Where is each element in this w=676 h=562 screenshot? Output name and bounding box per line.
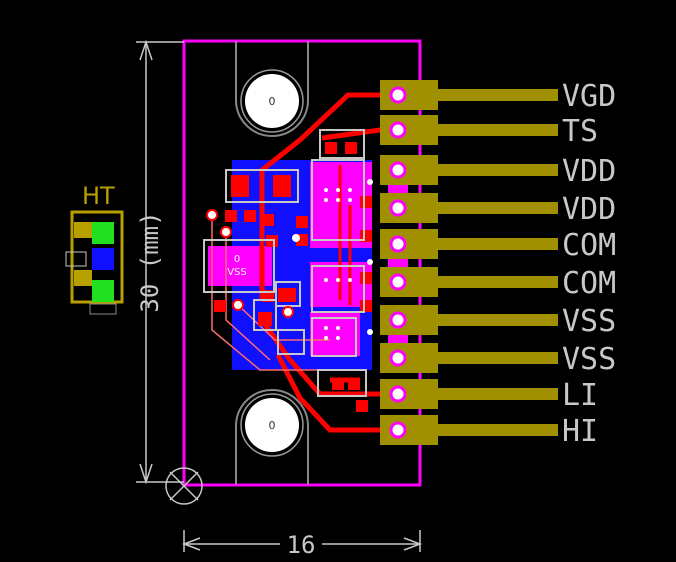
pin-label-1: VGD [562,79,616,114]
pin-label-5: COM [562,228,616,263]
pin-label-3: VDD [562,154,616,189]
chip-label-line1: 0 [234,254,240,265]
led-component: HT [65,182,124,315]
connector-pin-3 [380,155,558,185]
connector-pin-1 [380,80,558,110]
mounting-hole-top [245,74,299,128]
mounting-slot-top [235,41,309,137]
connector-pin-9 [380,379,558,409]
component-silkscreen [203,129,367,397]
connector-pins [380,80,558,445]
connector-pin-4 [380,193,558,223]
hole-bottom-label: 0 [269,419,276,432]
pin-label-4: VDD [562,192,616,227]
board-outline [182,39,422,487]
vertical-dimension [136,39,184,485]
vertical-dimension-label: 30 (mm) [136,211,164,312]
connector-pin-7 [380,305,558,335]
pin-label-6: COM [562,266,616,301]
chip-label-line2: VSS [227,267,247,278]
thermal-vias [324,188,352,340]
mounting-slot-bottom [235,389,309,485]
connector-pin-2 [380,115,558,145]
connector-pin-8 [380,343,558,373]
mounting-hole-bottom [245,398,299,452]
pin-label-8: VSS [562,342,616,377]
pin-label-7: VSS [562,304,616,339]
vias [206,179,373,335]
connector-pin-6 [380,267,558,297]
connector-pin-10 [380,415,558,445]
pin-label-9: LI [562,378,598,413]
led-refdes: HT [82,182,115,210]
pin-label-10: HI [562,414,598,449]
hole-top-label: 0 [269,95,276,108]
horizontal-dimension-label: 16 [287,531,316,559]
origin-marker [165,467,203,505]
horizontal-dimension [181,530,423,552]
pin-label-2: TS [562,114,598,149]
connector-pin-5 [380,229,558,259]
